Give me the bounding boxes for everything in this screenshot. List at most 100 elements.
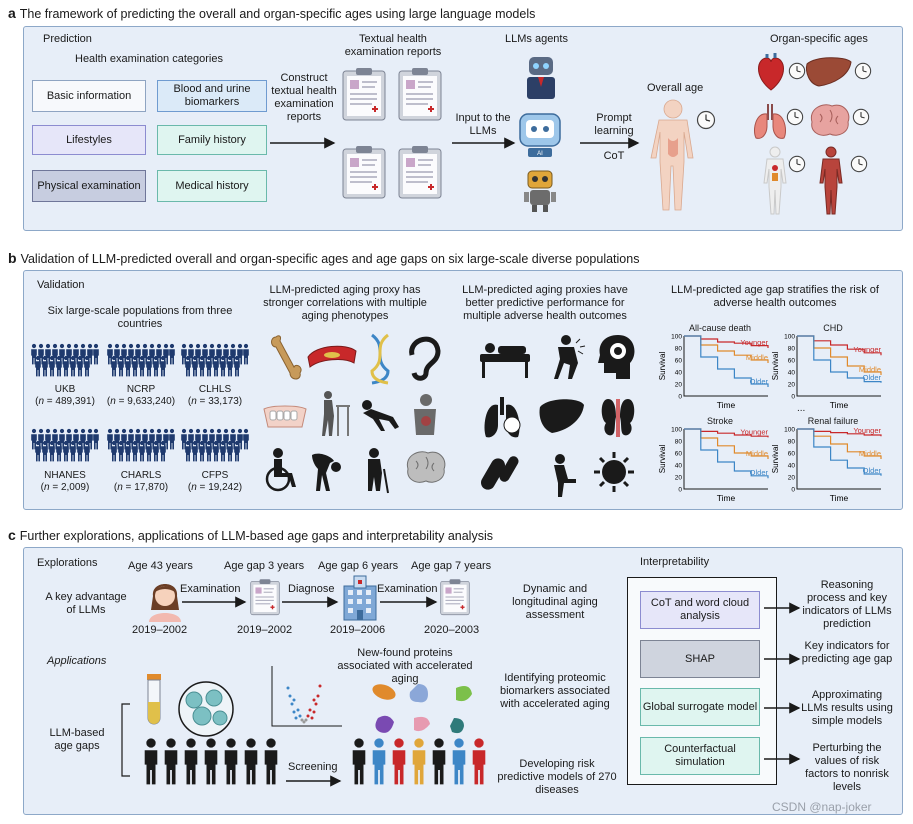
test-tube-icon [147,674,161,725]
heart-icon [758,53,784,91]
populations-title: Six large-scale populations from three c… [47,305,233,330]
cot-label: CoT [603,150,625,162]
new-proteins-label: New-found proteins associated with accel… [337,647,473,685]
brain-icon [810,104,850,136]
ellipsis: ... [797,403,806,414]
report-icon-2 [440,578,470,616]
km-plot: 100806040200SurvivalTimeYoungerMiddleOld… [658,427,769,503]
artery-icon [307,345,357,368]
km-curve-older [684,335,769,387]
population-clhls: CLHLS(n = 33,173) [172,384,258,408]
watermark: CSDN @nap-joker [772,800,872,814]
km-series-label: Middle [859,365,881,374]
timeline-arrow-3 [380,596,438,608]
timeline-top-1: Age 43 years [128,560,193,572]
method-cot-box: CoT and word cloud analysis [640,591,760,629]
method-result-3: Approximating LLMs results using simple … [801,689,893,727]
km-ytick: 60 [788,358,796,365]
km-ytick: 20 [675,382,683,389]
screening-arrow [286,775,342,787]
ear-icon [409,336,441,381]
explorations-label: Explorations [37,557,98,569]
km-ytick: 20 [675,475,683,482]
km-ytick: 40 [788,370,796,377]
kidney-icon [601,399,635,437]
population-name: NCRP [126,384,156,395]
km-axes [796,336,881,397]
overall-age-label: Overall age [647,82,704,94]
km-series-label: Older [750,377,769,386]
km-plot: 100806040200SurvivalTimeYoungerMiddleOld… [771,426,882,503]
km-ylabel: Survival [771,445,780,474]
arrow-label-diagnose: Diagnose [288,583,335,595]
bone-icon [271,335,302,380]
report-doc-2 [398,67,442,121]
km-chart-title: Stroke [706,416,733,426]
km-series-label: Older [750,468,769,477]
elderly-cane-icon [368,448,389,494]
km-ytick: 100 [784,427,795,434]
interpretability-label: Interpretability [640,556,710,568]
timeline-year-3: 2019–2006 [330,624,386,636]
population-n: (n = 489,391) [35,396,95,407]
km-xlabel: Time [717,400,736,410]
km-ytick: 20 [788,382,796,389]
muscle-body-icon [819,146,843,215]
km-ytick: 100 [671,427,682,434]
crowd-charls-icon [106,428,176,462]
categories-title: Health examination categories [75,53,223,65]
km-series-label: Younger [740,338,768,347]
km-ytick: 80 [788,346,796,353]
timeline-top-2: Age gap 3 years [224,560,305,572]
pills-icon [481,456,519,490]
population-n: (n = 17,870) [113,482,169,493]
km-curve-older [797,335,882,383]
dna-icon [370,333,390,385]
km-curve-older [797,428,882,476]
construct-label: Construct textual health examination rep… [271,72,337,123]
population-n: (n = 33,173) [187,396,243,407]
km-series-label: Middle [859,449,881,458]
method-arrow-1 [764,602,801,614]
brain-gray-icon [406,451,446,483]
volcano-plot-icon [271,666,342,727]
lungs-icon [753,104,787,139]
proteomic-label: Identifying proteomic biomarkers associa… [499,672,611,710]
people-row-black-icon [144,738,278,785]
crowd-cfps-icon [180,428,250,462]
panel-b-letter: b [8,250,17,266]
prompt-label: Prompt learning [594,112,634,137]
km-plot: 100806040200SurvivalTimeYoungerMiddleOld… [771,334,882,410]
km-ytick: 80 [675,439,683,446]
population-ukb: UKB(n = 489,391) [22,384,108,408]
method-shap-box: SHAP [640,640,760,678]
category-blood-urine: Blood and urine biomarkers [157,80,267,112]
outcomes-title: LLM-predicted aging proxies have better … [462,284,628,322]
km-ytick: 0 [791,487,795,494]
virus-icon [594,452,634,492]
population-name: CLHLS [198,384,232,395]
method-result-4: Perturbing the values of risk factors to… [805,742,889,793]
category-basic-information: Basic information [32,80,146,112]
agents-title: LLMs agents [505,33,568,45]
km-ytick: 80 [788,439,796,446]
km-ytick: 0 [791,394,795,401]
km-ytick: 60 [675,358,683,365]
km-ytick: 20 [788,475,796,482]
km-ytick: 60 [675,451,683,458]
robot-agent-2-icon: AI [519,113,561,157]
head-brain-icon [598,335,635,379]
panel-c-title: Further explorations, applications of LL… [19,529,493,543]
heart-attack-icon [554,335,586,379]
llm-gaps-label: LLM-based age gaps [49,727,105,752]
km-chart-title: CHD [823,323,843,333]
km-series-label: Younger [740,427,768,436]
km-xlabel: Time [830,493,849,503]
km-xlabel: Time [717,493,736,503]
timeline-top-3: Age gap 6 years [318,560,399,572]
dynamic-label: Dynamic and longitudinal aging assessmen… [512,583,598,621]
